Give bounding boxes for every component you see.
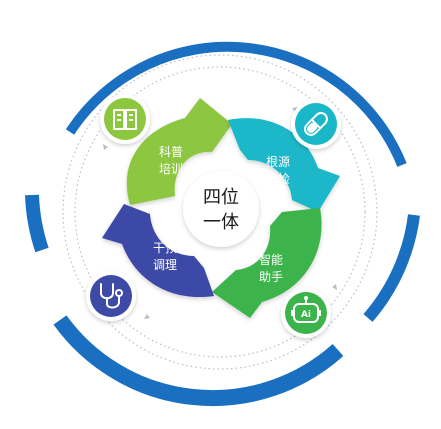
- guide-arrow-top: [292, 107, 298, 112]
- guide-arrow-left: [103, 144, 108, 150]
- segment-label-4-line1: 干预: [153, 241, 177, 255]
- guide-circle-outer: [62, 54, 378, 370]
- center-circle: [183, 171, 259, 247]
- segment-label-2-line2: 体检: [266, 171, 290, 186]
- segment-intervention: [102, 204, 214, 298]
- center-title-line2: 一体: [203, 212, 239, 233]
- center-title-line1: 四位: [203, 187, 239, 208]
- center-hub: 四位 一体: [183, 171, 259, 247]
- guide-circle-inner: [74, 66, 366, 358]
- outer-ring-arc-bottom: [53, 315, 344, 407]
- segment-label-3-line2: 助手: [259, 270, 283, 284]
- robot-icon: Ai: [281, 288, 331, 338]
- segment-smart-assistant: [212, 208, 322, 318]
- segment-popular-science: [126, 98, 232, 205]
- guide-circles: [62, 54, 378, 370]
- segment-label-1-line1: 科普: [159, 145, 183, 159]
- outer-ring: [25, 41, 420, 407]
- guide-arrow-right: [332, 284, 337, 290]
- segment-label-2-line1: 根源: [266, 155, 290, 169]
- segment-label-3-line1: 智能: [259, 252, 283, 267]
- guide-arrow-bottom: [144, 314, 150, 319]
- outer-ring-arc-right: [363, 214, 420, 322]
- segment-root-checkup: [228, 118, 340, 212]
- segment-labels: 科普 培训 根源 体检 智能 助手 干预 调理: [153, 145, 290, 284]
- book-icon: [100, 94, 150, 144]
- stethoscope-icon: [86, 271, 136, 321]
- robot-ai-badge: Ai: [301, 310, 311, 320]
- outer-ring-arc-left: [25, 194, 49, 253]
- swirl-segments: [102, 98, 340, 318]
- outer-ring-arc-top: [65, 41, 407, 167]
- pill-icon: [291, 99, 341, 149]
- segment-label-4-line2: 调理: [153, 258, 177, 272]
- segment-label-1-line2: 培训: [159, 161, 183, 176]
